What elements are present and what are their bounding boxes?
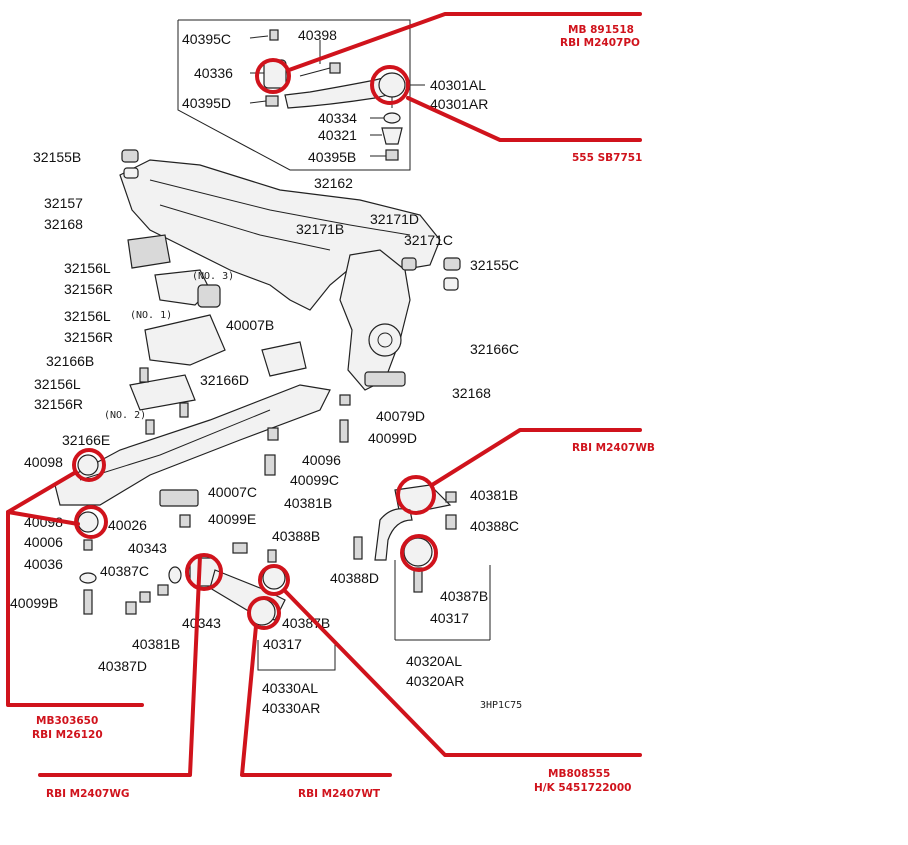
annotation-text: H/K 5451722000 <box>534 782 631 794</box>
part-label: 40099B <box>10 595 58 611</box>
part-label: 40317 <box>263 636 302 652</box>
part-label: 40388B <box>272 528 320 544</box>
annotation-text: MB808555 <box>548 768 610 780</box>
part-label: (NO. 1) <box>130 310 172 321</box>
annotation-text: MB303650 <box>36 715 98 727</box>
part-label: 40381B <box>470 487 518 503</box>
part-label: 40330AL <box>262 680 318 696</box>
part-label: 40395D <box>182 95 231 111</box>
part-label: 40387B <box>440 588 488 604</box>
part-label: 32168 <box>452 385 491 401</box>
part-label: 32168 <box>44 216 83 232</box>
highlight-circle <box>72 448 106 482</box>
part-label: 32156L <box>64 260 111 276</box>
diagram-code: 3HP1C75 <box>480 700 522 711</box>
part-label: 40096 <box>302 452 341 468</box>
part-label: 40343 <box>182 615 221 631</box>
part-label: 40387D <box>98 658 147 674</box>
part-label: 40381B <box>284 495 332 511</box>
callout-lines <box>6 12 642 777</box>
part-label: 40395C <box>182 31 231 47</box>
part-label: 40398 <box>298 27 337 43</box>
annotation-text: RBI M2407PO <box>560 37 640 49</box>
part-label: 32166E <box>62 432 110 448</box>
part-label: 40317 <box>430 610 469 626</box>
part-label: 40320AR <box>406 673 464 689</box>
highlight-circle <box>370 65 410 105</box>
part-label: 32156R <box>64 329 113 345</box>
left-bushings <box>77 454 99 615</box>
crossmember <box>119 149 461 391</box>
part-label: 40036 <box>24 556 63 572</box>
part-label: 40334 <box>318 110 357 126</box>
lower-links <box>125 542 286 626</box>
right-lower-arm <box>353 484 491 641</box>
part-label: 32166B <box>46 353 94 369</box>
part-label: 32155C <box>470 257 519 273</box>
highlight-circle <box>185 553 223 591</box>
annotations: MB 891518 RBI M2407PO 555 SB7751 RBI M24… <box>32 24 655 800</box>
part-label: 32166D <box>200 372 249 388</box>
part-label: 40388D <box>330 570 379 586</box>
part-label: 32171D <box>370 211 419 227</box>
part-label: 40301AR <box>430 96 488 112</box>
part-label: 40336 <box>194 65 233 81</box>
highlight-circle <box>400 534 438 572</box>
part-label: (NO. 2) <box>104 410 146 421</box>
part-label: 32171C <box>404 232 453 248</box>
part-label: 32156R <box>34 396 83 412</box>
highlight-circles <box>72 58 438 630</box>
part-label: 40320AL <box>406 653 462 669</box>
part-label: 32156L <box>34 376 81 392</box>
annotation-text: RBI M2407WB <box>572 442 655 454</box>
annotation-text: RBI M2407WT <box>298 788 381 800</box>
highlight-circle <box>255 58 291 94</box>
part-label: 40007B <box>226 317 274 333</box>
part-label: 40301AL <box>430 77 486 93</box>
part-label: 40099C <box>290 472 339 488</box>
part-label: 32162 <box>314 175 353 191</box>
part-label: (NO. 3) <box>192 271 234 282</box>
part-label: 40026 <box>108 517 147 533</box>
part-label: 32156L <box>64 308 111 324</box>
part-label: 40321 <box>318 127 357 143</box>
part-label: 40006 <box>24 534 63 550</box>
brackets <box>129 269 226 435</box>
part-label: 32166C <box>470 341 519 357</box>
part-label: 40330AR <box>262 700 320 716</box>
part-label: 40343 <box>128 540 167 556</box>
part-label: 40099D <box>368 430 417 446</box>
part-label: 40381B <box>132 636 180 652</box>
part-label: 40079D <box>376 408 425 424</box>
part-label: 40098 <box>24 454 63 470</box>
annotation-text: RBI M26120 <box>32 729 103 741</box>
highlight-circle <box>247 596 281 630</box>
part-label: 40099E <box>208 511 256 527</box>
annotation-text: MB 891518 <box>568 24 634 36</box>
trailing-beam <box>54 341 351 528</box>
part-label: 40395B <box>308 149 356 165</box>
part-label: 32157 <box>44 195 83 211</box>
part-label: 40388C <box>470 518 519 534</box>
part-label: 32155B <box>33 149 81 165</box>
part-label: 40007C <box>208 484 257 500</box>
annotation-text: 555 SB7751 <box>572 152 642 164</box>
part-label: 32171B <box>296 221 344 237</box>
highlight-circle <box>396 475 436 515</box>
annotation-text: RBI M2407WG <box>46 788 130 800</box>
part-label: 32156R <box>64 281 113 297</box>
highlight-circle <box>258 564 290 596</box>
part-label: 40387C <box>100 563 149 579</box>
